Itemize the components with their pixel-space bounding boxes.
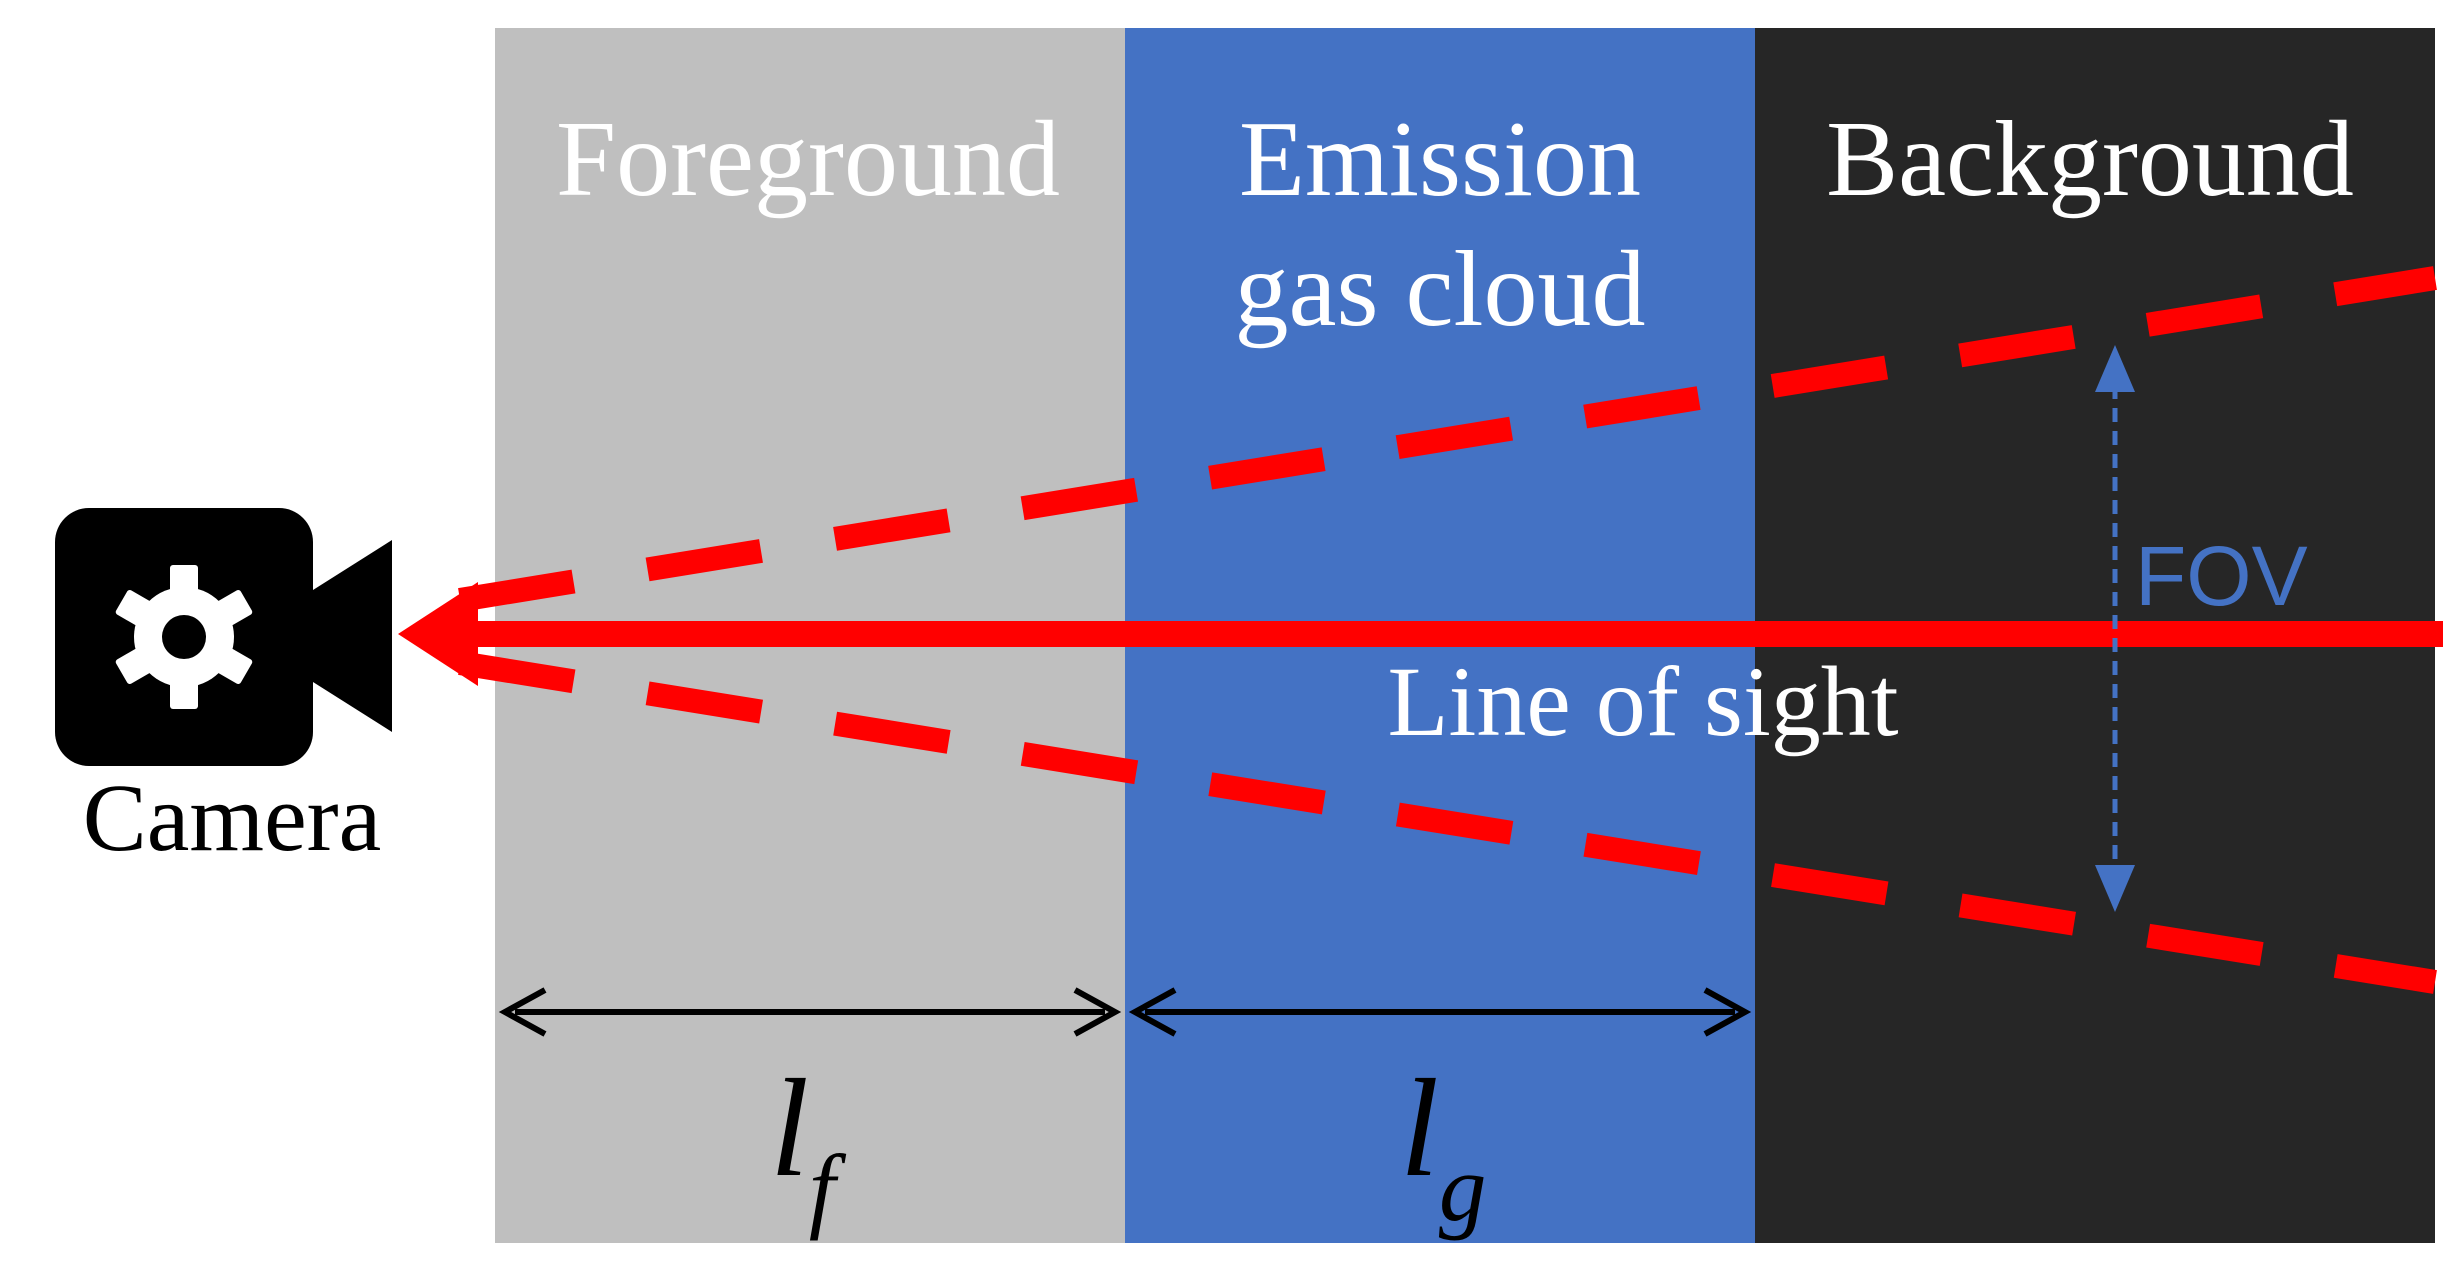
foreground-length-arrow [498,987,1122,1037]
emission-label-line2: gas cloud [1235,230,1646,349]
fov-arrowhead-top [2095,345,2135,392]
line-of-sight-arrowhead [398,582,478,686]
emission-length-symbol: lg [1400,1051,1486,1241]
fov-arrowhead-bottom [2095,865,2135,912]
fov-lower-boundary [458,651,2437,994]
emission-length-arrow [1128,987,1752,1037]
fov-label: FOV [2135,529,2308,623]
line-of-sight-label: Line of sight [1387,646,1898,757]
emission-label-line1: Emission [1239,100,1641,219]
foreground-label: Foreground [556,100,1060,219]
camera-label: Camera [83,764,382,871]
camera-gear-icon [55,508,392,766]
fov-upper-boundary [458,266,2437,612]
emission-length-subscript: g [1439,1135,1487,1241]
gear-icon [115,565,253,709]
background-label: Background [1826,100,2354,219]
